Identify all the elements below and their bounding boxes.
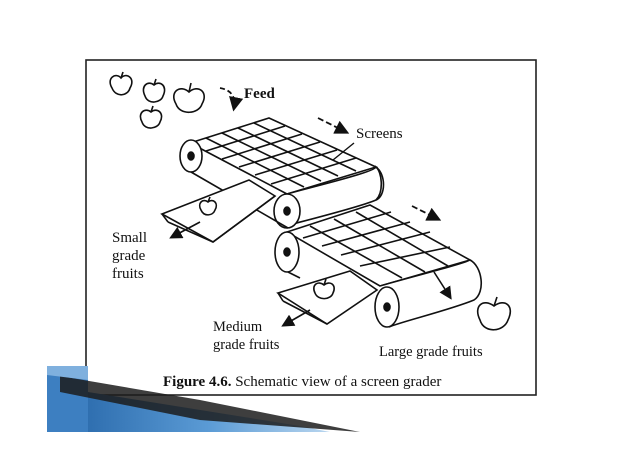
- upper-belt-direction-arrow: [317, 117, 350, 134]
- figure-caption: Figure 4.6. Schematic view of a screen g…: [163, 374, 441, 391]
- small-grade-label-line3: fruits: [112, 266, 144, 282]
- medium-grade-label: Medium grade fruits: [213, 318, 279, 354]
- screens-leader-line: [332, 142, 355, 161]
- medium-grade-label-line1: Medium: [213, 319, 263, 335]
- medium-grade-label-line2: grade fruits: [213, 337, 280, 353]
- small-grade-label: Small grade fruits: [112, 229, 147, 283]
- large-grade-label: Large grade fruits: [379, 344, 483, 360]
- small-grade-label-line2: grade: [112, 248, 146, 264]
- apple-icon: [173, 82, 205, 114]
- slide-decoration-ribbon: [47, 366, 360, 432]
- upper-screen-conveyor: [179, 117, 385, 229]
- lower-screen-conveyor: [274, 204, 482, 328]
- lower-belt-direction-arrow: [411, 205, 442, 221]
- figure-caption-text: Schematic view of a screen grader: [231, 374, 442, 390]
- apple-icon: [139, 105, 163, 129]
- apple-icon: [142, 78, 166, 103]
- large-grade-arrow: [433, 271, 452, 300]
- apple-icon: [476, 296, 512, 331]
- figure-number: Figure 4.6.: [163, 374, 232, 390]
- small-grade-label-line1: Small: [112, 230, 148, 246]
- feed-label: Feed: [244, 86, 275, 102]
- medium-grade-arrow: [281, 309, 311, 327]
- apple-icon: [313, 278, 335, 300]
- apple-icon: [198, 196, 218, 216]
- small-grade-arrow: [169, 221, 201, 239]
- apple-icon: [109, 71, 133, 96]
- screens-label: Screens: [356, 126, 403, 142]
- feed-arrow: [219, 87, 244, 112]
